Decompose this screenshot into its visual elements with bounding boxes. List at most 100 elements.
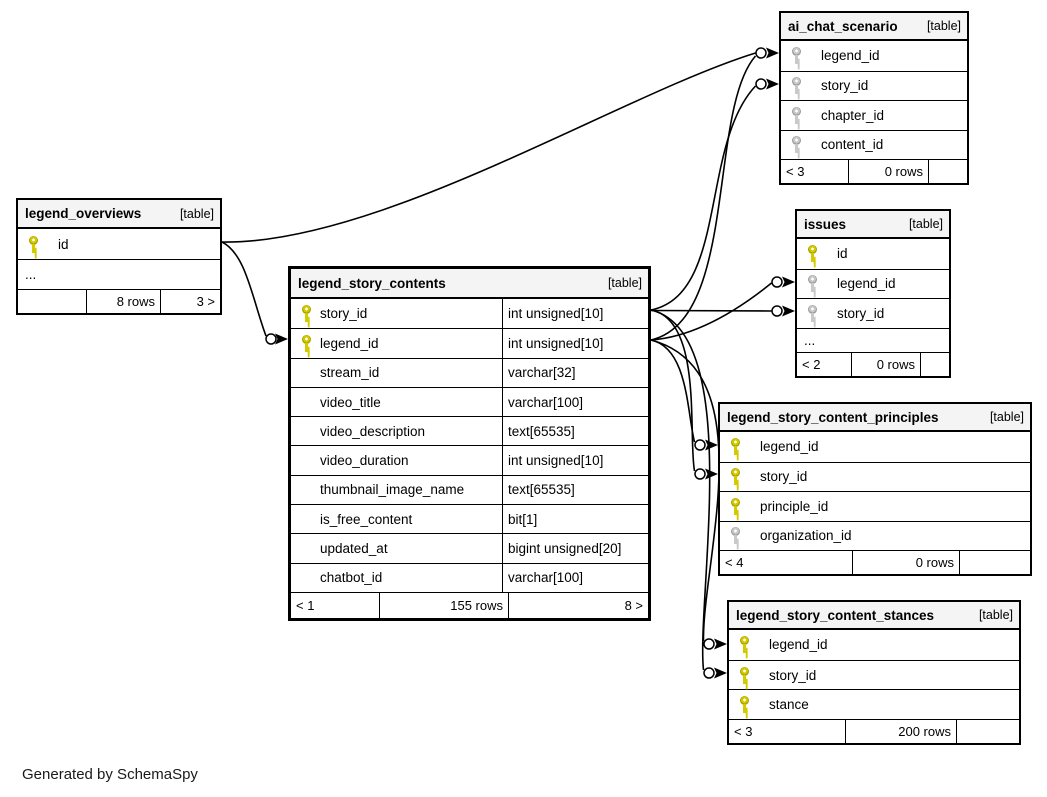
key-slot <box>791 136 821 154</box>
footer-parents: < 1 <box>296 597 315 613</box>
table-name[interactable]: ai_chat_scenario <box>788 18 898 34</box>
edge-contents-story-id-to-stances <box>650 309 711 671</box>
footer-children: 8 > <box>508 592 648 618</box>
table-header: legend_overviews [table] <box>18 200 220 229</box>
footer-row-count: 0 rows <box>851 352 920 376</box>
key-slot <box>739 666 769 684</box>
key-slot <box>807 275 837 293</box>
footer-row-count: 200 rows <box>845 720 956 744</box>
table-header: legend_story_contents [table] <box>291 269 648 299</box>
table-name[interactable]: issues <box>804 216 847 232</box>
column-name: legend_id <box>837 276 896 292</box>
column-name: id <box>58 236 69 252</box>
key-slot <box>301 305 320 323</box>
column-row-id: id <box>797 239 949 269</box>
edge-contents-story-id-to-principles <box>650 309 696 472</box>
table-tag: [table] <box>926 19 961 33</box>
circle-connector-icon <box>755 47 767 59</box>
table-tag: [table] <box>978 608 1013 622</box>
column-row-story-id: story_id int unsigned[10] <box>291 299 648 329</box>
circle-connector-icon <box>771 305 783 317</box>
column-name: stream_id <box>320 365 380 381</box>
edge-connectors <box>265 47 795 679</box>
table-name[interactable]: legend_overviews <box>25 206 142 221</box>
arrowhead-icon <box>782 276 795 288</box>
table-header: legend_story_content_stances [table] <box>729 602 1019 630</box>
column-row-chatbot-id: chatbot_id varchar[100] <box>291 562 648 592</box>
column-type: int unsigned[10] <box>502 329 644 358</box>
table-footer: < 4 0 rows <box>720 550 1030 574</box>
arrowhead-icon <box>782 305 795 317</box>
ellipsis-label: ... <box>804 332 816 348</box>
table-issues[interactable]: issues [table] id legend_id story_id ...… <box>795 209 951 378</box>
column-name: legend_id <box>769 637 828 653</box>
column-name: organization_id <box>760 528 852 544</box>
table-legend-story-content-principles[interactable]: legend_story_content_principles [table] … <box>718 402 1032 576</box>
key-slot <box>791 77 821 95</box>
column-name: video_description <box>320 423 426 439</box>
key-slot <box>739 636 769 654</box>
edge-overviews-to-contents-legend-id <box>221 241 267 337</box>
footer-row-count: 8 rows <box>86 290 160 313</box>
circle-connector-icon <box>703 667 715 679</box>
column-name: thumbnail_image_name <box>320 482 465 498</box>
foreign-key-icon <box>730 527 741 545</box>
column-row-story-id: story_id <box>797 298 949 328</box>
column-type: varchar[100] <box>502 387 644 417</box>
column-name: chatbot_id <box>320 570 383 586</box>
key-slot <box>730 497 760 515</box>
column-name: id <box>837 246 848 262</box>
footer-parents: < 4 <box>725 555 744 570</box>
edge-contents-story-id-to-ai-chat <box>650 85 757 311</box>
table-legend-story-contents[interactable]: legend_story_contents [table] story_id i… <box>288 266 651 621</box>
circle-connector-icon <box>755 78 767 90</box>
column-name: story_id <box>320 306 368 322</box>
circle-connector-icon <box>694 468 706 480</box>
column-row-stream-id: stream_id varchar[32] <box>291 357 648 387</box>
generated-by-note: Generated by SchemaSpy <box>22 766 198 783</box>
table-name[interactable]: legend_story_content_stances <box>736 607 935 623</box>
footer-children <box>959 551 1030 574</box>
key-slot <box>28 235 58 253</box>
primary-key-icon <box>730 438 741 456</box>
column-row-content-id: content_id <box>781 129 967 160</box>
arrowhead-icon <box>714 667 727 679</box>
primary-key-icon <box>301 334 312 352</box>
table-footer: < 2 0 rows <box>797 351 949 376</box>
foreign-key-icon <box>791 136 802 154</box>
column-row-story-id: story_id <box>720 461 1030 492</box>
column-name: story_id <box>837 305 885 321</box>
column-type: bigint unsigned[20] <box>502 534 644 563</box>
key-slot <box>301 334 320 352</box>
column-row-stance: stance <box>729 689 1019 719</box>
footer-children: 3 > <box>160 290 220 313</box>
column-row-ellipsis: ... <box>797 327 949 352</box>
column-name: updated_at <box>320 541 388 557</box>
column-row-story-id: story_id <box>729 659 1019 690</box>
table-name[interactable]: legend_story_content_principles <box>727 409 939 425</box>
table-legend-story-content-stances[interactable]: legend_story_content_stances [table] leg… <box>727 600 1021 746</box>
column-row-video-description: video_description text[65535] <box>291 416 648 446</box>
footer-row-count: 0 rows <box>852 551 959 574</box>
column-row-legend-id: legend_id <box>797 268 949 299</box>
column-name: video_duration <box>320 453 409 469</box>
table-ai-chat-scenario[interactable]: ai_chat_scenario [table] legend_id story… <box>779 11 969 185</box>
arrowhead-icon <box>714 638 727 650</box>
key-slot <box>739 696 769 714</box>
table-legend-overviews[interactable]: legend_overviews [table] id ... 8 rows 3… <box>16 198 222 315</box>
table-footer: < 3 0 rows <box>781 159 967 183</box>
edge-contents-legend-id-to-issues <box>650 282 773 341</box>
column-name: story_id <box>760 469 808 485</box>
foreign-key-icon <box>807 275 818 293</box>
arrowhead-icon <box>275 333 288 345</box>
column-row-ellipsis: ... <box>18 259 220 289</box>
column-row-video-duration: video_duration int unsigned[10] <box>291 445 648 475</box>
table-header: ai_chat_scenario [table] <box>781 13 967 41</box>
column-name: story_id <box>769 667 817 683</box>
edge-contents-legend-id-to-principles <box>650 339 696 443</box>
column-row-principle-id: principle_id <box>720 491 1030 521</box>
table-tag: [table] <box>179 206 214 221</box>
table-name[interactable]: legend_story_contents <box>298 275 446 291</box>
column-name: is_free_content <box>320 511 413 527</box>
